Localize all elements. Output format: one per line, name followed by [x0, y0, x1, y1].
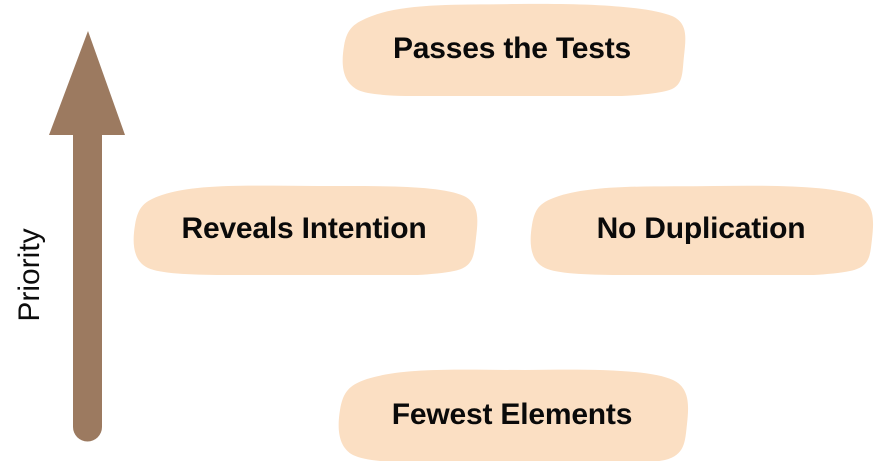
card-label: No Duplication: [596, 212, 806, 245]
card-label: Reveals Intention: [181, 212, 427, 245]
card-reveals-intention[interactable]: Reveals Intention: [128, 183, 480, 275]
card-no-duplication[interactable]: No Duplication: [526, 183, 876, 275]
card-fewest-elements[interactable]: Fewest Elements: [333, 367, 691, 461]
priority-axis-label: Priority: [13, 228, 46, 322]
up-arrow-icon: [49, 31, 125, 442]
blob-shape-passes-the-tests: [342, 3, 686, 96]
blob-shape-reveals-intention: [133, 185, 478, 275]
blob-shape-fewest-elements: [338, 369, 689, 461]
card-label: Passes the Tests: [392, 32, 632, 65]
card-passes-the-tests[interactable]: Passes the Tests: [336, 2, 688, 96]
blob-shape-no-duplication: [530, 185, 874, 275]
card-label: Fewest Elements: [391, 398, 633, 431]
priority-axis: Priority: [0, 0, 160, 461]
